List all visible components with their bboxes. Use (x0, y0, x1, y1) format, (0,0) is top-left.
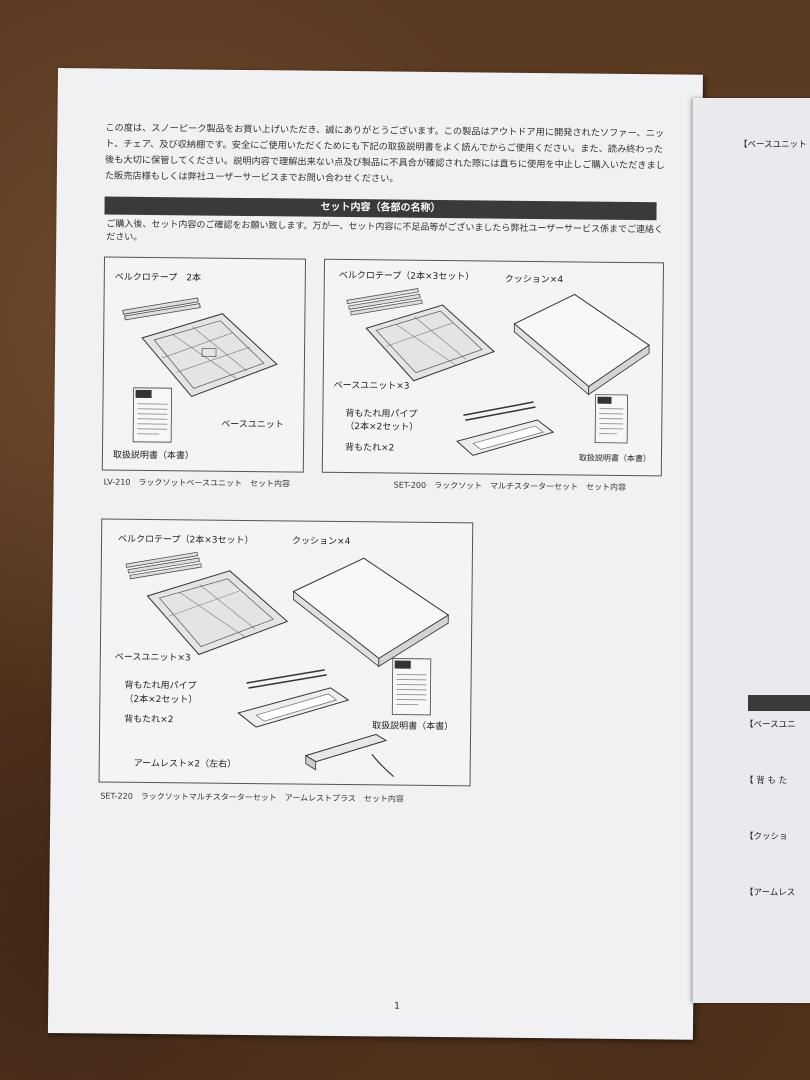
velcro-label: ベルクロテープ 2本 (114, 272, 202, 284)
set-contents-box-lv210: ベルクロテープ 2本 ベースユニット 取扱説明書（本書） (101, 256, 307, 473)
set-contents-box-set220: ベルクロテープ（2本×3セット） クッション×4 ベースユニット×3 背もたれ用… (98, 518, 474, 787)
right-page-heading: 【ベースユニット (739, 140, 807, 150)
caption-set220: SET-220 ラックソットマルチスターターセット アームレストプラス セット内… (100, 791, 404, 804)
backrest-label: 背もたれ×2 (344, 443, 395, 454)
cushion-label: クッション×4 (292, 536, 351, 548)
adjacent-page: 【ベースユニット 【ベースユニ 【 背 も た 【クッショ 【アームレス (693, 98, 810, 1003)
backrest-label: 背もたれ×2 (124, 714, 174, 726)
caption-set200: SET-200 ラックソット マルチスターターセット セット内容 (393, 480, 627, 492)
page-number: 1 (394, 1001, 400, 1012)
base-unit-label: ベースユニット×3 (114, 652, 191, 664)
manual-document-icon (594, 394, 629, 444)
velcro-tape-illustration (125, 551, 202, 580)
intro-paragraph: この度は、スノーピーク製品をお買い上げいただき、誠にありがとうございます。この製… (104, 122, 665, 185)
armrest-illustration (304, 733, 394, 778)
right-page-section-bar (748, 695, 810, 711)
base-unit-illustration (365, 304, 496, 382)
armrest-label: アームレスト×2（左右） (133, 758, 237, 770)
cushion-label: クッション×4 (504, 274, 564, 286)
backrest-illustration (456, 401, 555, 456)
section-description: ご購入後、セット内容のご確認をお願い致します。万が一、セット内容に不足品等がござ… (106, 219, 664, 243)
velcro-tape-illustration (346, 288, 423, 316)
base-unit-illustration (146, 570, 289, 656)
caption-lv210: LV-210 ラックソットベースユニット セット内容 (103, 477, 291, 489)
cushion-illustration (513, 293, 651, 396)
base-unit-label: ベースユニット (221, 419, 284, 431)
backrest-pipe-count-label: （2本×2セット） (345, 422, 419, 433)
manual-page: この度は、スノーピーク製品をお買い上げいただき、誠にありがとうございます。この製… (47, 68, 703, 1040)
velcro-tape-illustration (122, 297, 201, 321)
section-heading: セット内容（各部の名称） (104, 196, 657, 221)
right-page-item: 【クッショ (745, 832, 788, 842)
cushion-illustration (292, 557, 450, 668)
manual-document-icon (132, 387, 173, 443)
backrest-pipe-count-label: （2本×2セット） (124, 694, 198, 706)
manual-label: 取扱説明書（本書） (112, 450, 195, 462)
right-page-item: 【ベースユニ (745, 720, 796, 730)
velcro-label: ベルクロテープ（2本×3セット） (118, 534, 254, 547)
backrest-pipe-label: 背もたれ用パイプ (345, 409, 418, 420)
base-unit-label: ベースユニット×3 (333, 380, 410, 392)
right-page-item: 【アームレス (745, 888, 796, 898)
velcro-label: ベルクロテープ（2本×3セット） (338, 270, 475, 283)
base-unit-illustration (141, 313, 278, 398)
backrest-pipe-label: 背もたれ用パイプ (124, 680, 197, 692)
manual-label: 取扱説明書（本書） (578, 453, 651, 464)
set-contents-box-set200: ベルクロテープ（2本×3セット） クッション×4 ベースユニット×3 背もたれ用… (321, 258, 664, 477)
manual-document-icon (391, 658, 432, 716)
right-page-item: 【 背 も た (745, 776, 788, 786)
backrest-illustration (237, 669, 350, 728)
